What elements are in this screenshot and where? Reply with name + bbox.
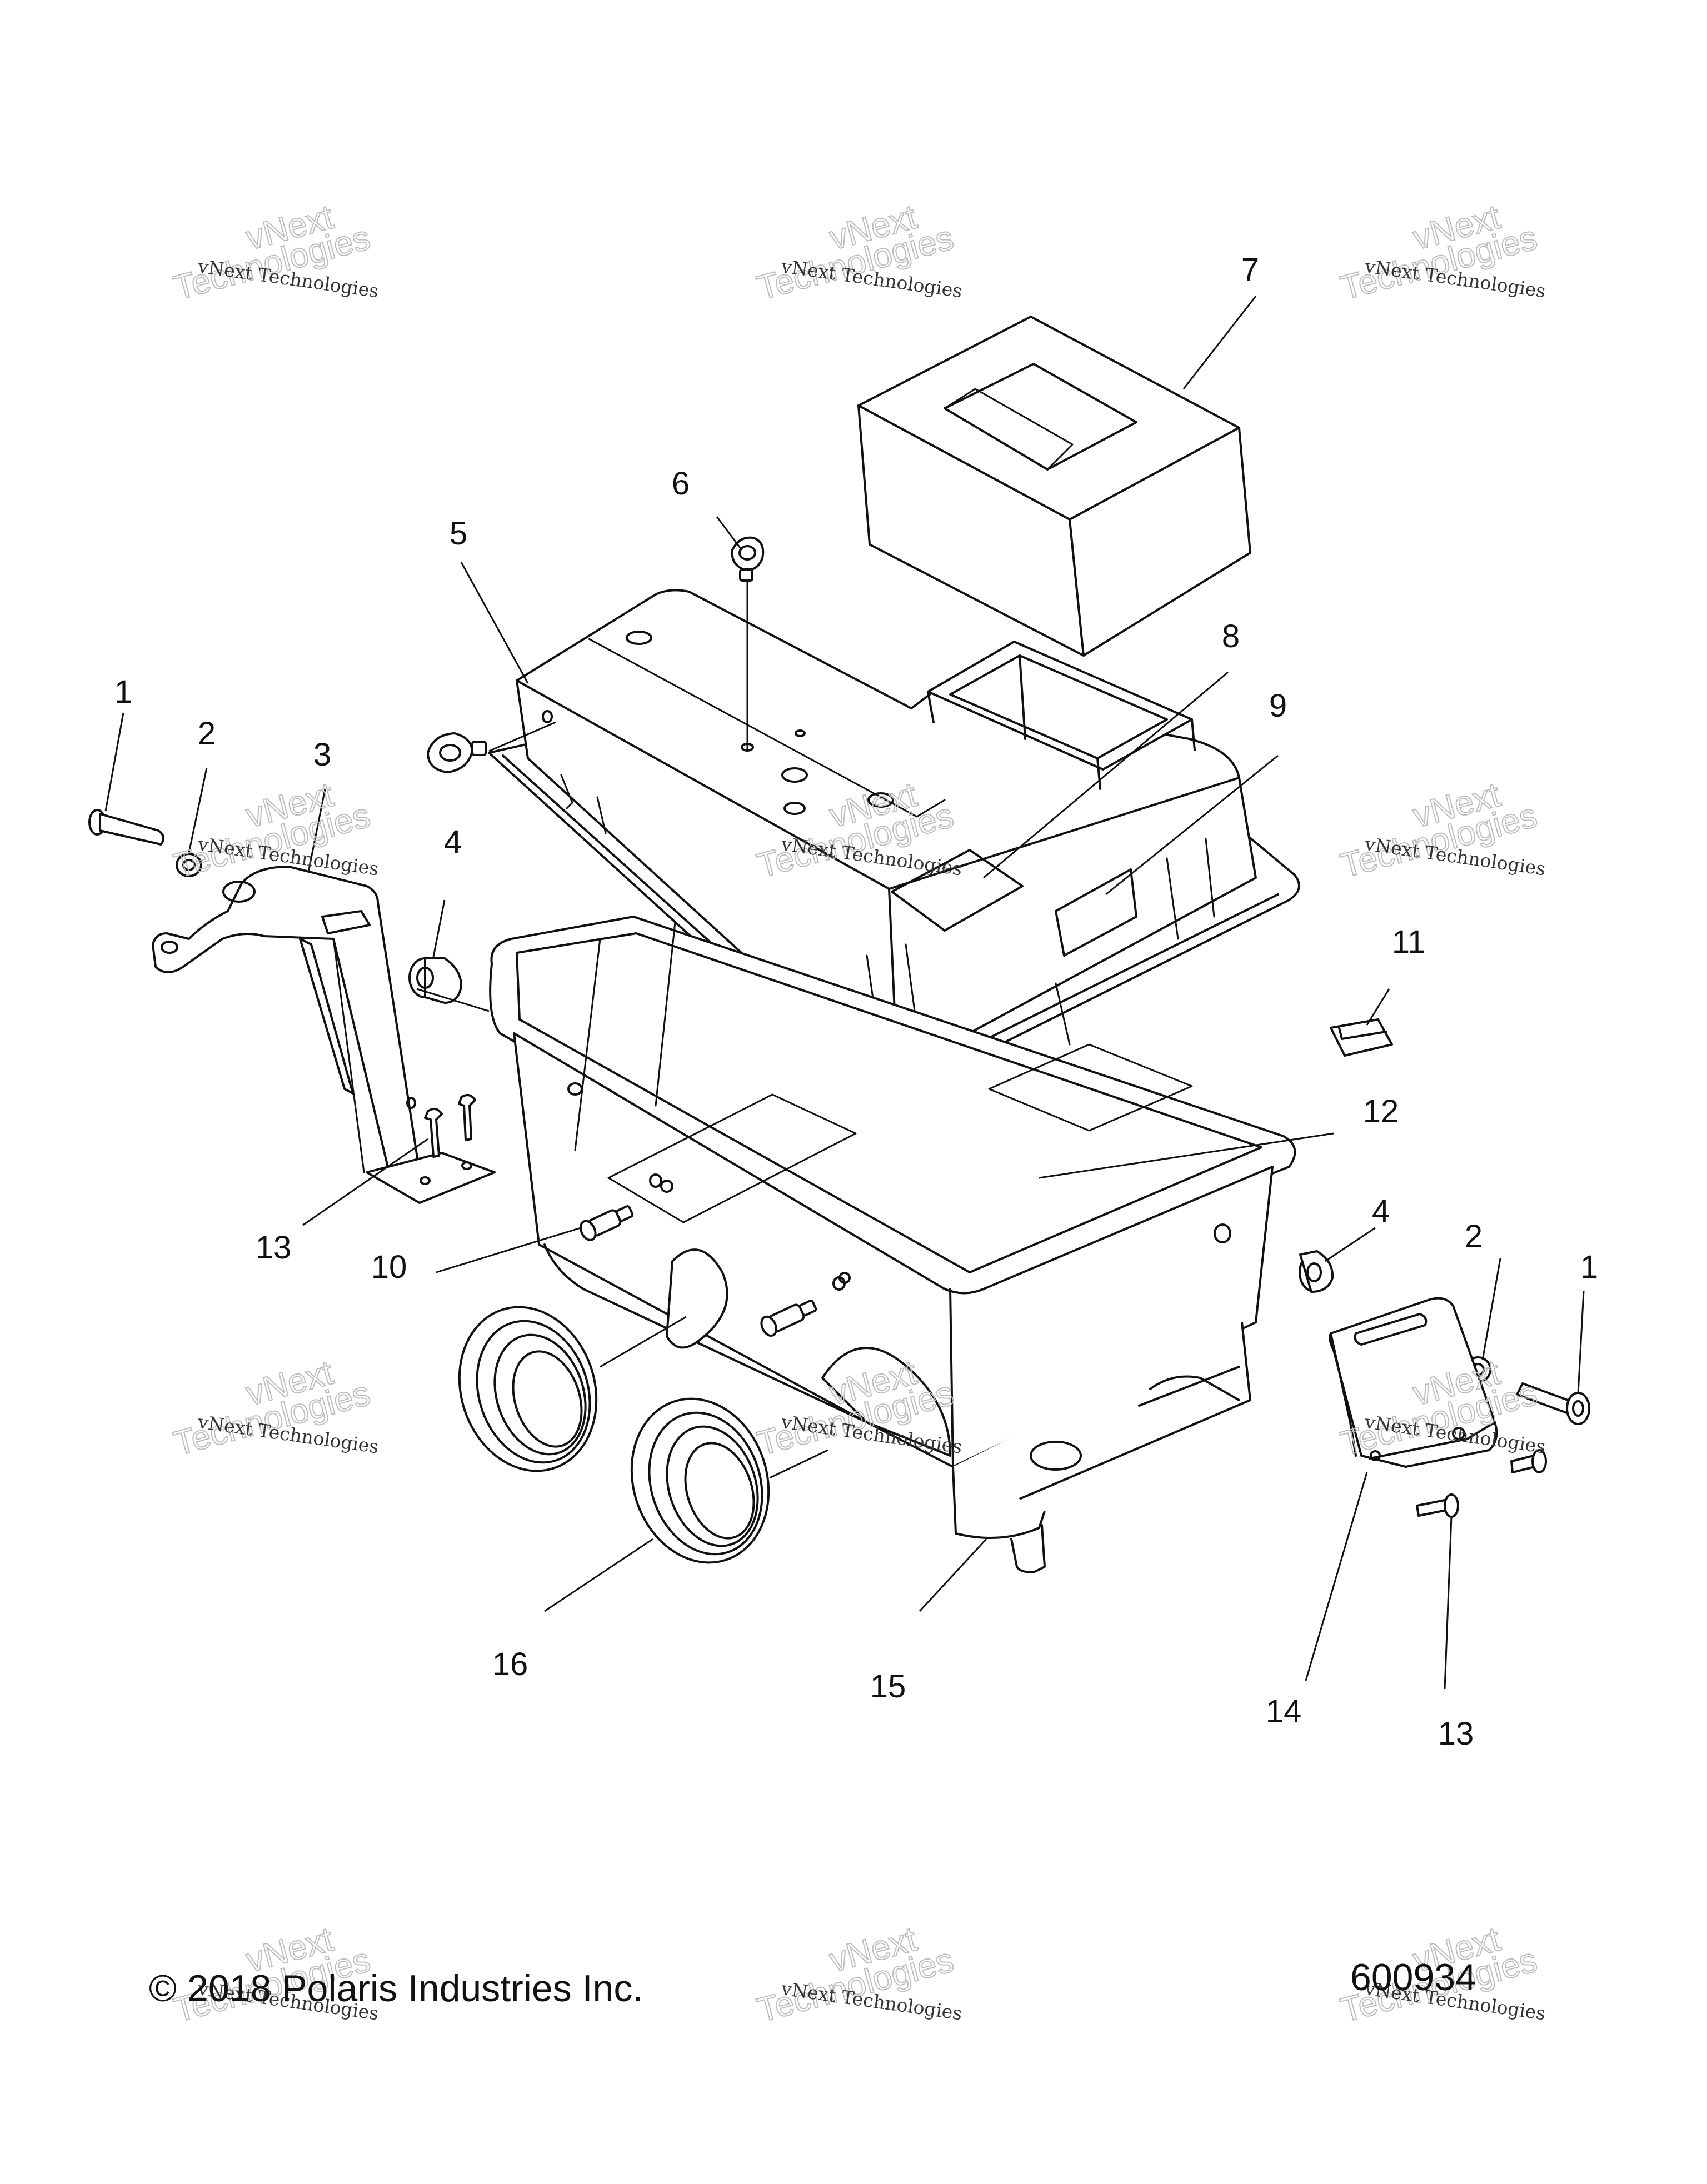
figure-number: 600934	[1350, 1956, 1476, 1998]
callout-4-right: 4	[1372, 1193, 1390, 1230]
leader-lines	[104, 296, 1585, 1690]
callout-11: 11	[1392, 924, 1425, 960]
part-7-filter-block	[857, 316, 1251, 657]
part-13-screws-left	[424, 1094, 476, 1158]
part-6-clamp-side	[427, 732, 487, 773]
callout-12: 12	[1363, 1093, 1399, 1130]
callout-2-right: 2	[1465, 1218, 1483, 1255]
callout-4-left: 4	[444, 824, 462, 860]
callout-3: 3	[313, 737, 331, 773]
callout-14: 14	[1266, 1693, 1302, 1730]
callout-5: 5	[450, 516, 467, 552]
watermark-low-left: vNext Technologies vNext Technologies	[169, 1353, 380, 1464]
part-3-bracket	[152, 866, 496, 1204]
part-4-grommet-right	[1299, 1250, 1334, 1293]
watermark-bottom-center: vNext Technologies vNext Technologies	[753, 1920, 964, 2031]
part-2-washer-left	[176, 853, 202, 877]
watermark-mid-right: vNext Technologies vNext Technologies	[1336, 775, 1547, 886]
callout-13-left: 13	[256, 1230, 292, 1266]
part-10-fittings	[580, 1173, 846, 1337]
part-12-airbox-base	[489, 916, 1296, 1573]
callout-1-left: 1	[114, 674, 132, 710]
part-14-bracket-right	[1329, 1297, 1498, 1468]
part-4-grommet-left	[408, 957, 462, 1004]
watermark-top-left: vNext Technologies vNext Technologies	[169, 197, 380, 308]
part-16-boot-lower	[630, 1397, 770, 1564]
copyright-notice: © 2018 Polaris Industries Inc.	[149, 1967, 643, 2010]
callout-10: 10	[371, 1249, 407, 1285]
part-6-clamp-top	[731, 536, 765, 582]
callout-7: 7	[1241, 252, 1259, 288]
callout-9: 9	[1269, 688, 1287, 724]
part-1-bolt-left	[88, 809, 164, 846]
part-5-airbox-cover	[488, 589, 1300, 1100]
callout-16: 16	[492, 1646, 528, 1682]
callout-1-right: 1	[1580, 1249, 1598, 1285]
callout-labels: 1 2 3 4 5 6 7 8 9 10 11 12 13 4 2 1 14 1…	[114, 252, 1598, 1752]
callout-15: 15	[870, 1668, 906, 1705]
watermark-top-right: vNext Technologies vNext Technologies	[1336, 197, 1547, 308]
callout-13-right: 13	[1438, 1716, 1474, 1752]
part-16-boot-upper	[458, 1306, 598, 1472]
part-11-clip	[1330, 1018, 1393, 1057]
watermark-top-center: vNext Technologies vNext Technologies	[753, 197, 964, 308]
callout-6: 6	[672, 466, 690, 502]
callout-2-left: 2	[198, 716, 216, 752]
callout-8: 8	[1222, 618, 1240, 654]
part-1-bolt-right	[1516, 1382, 1590, 1425]
